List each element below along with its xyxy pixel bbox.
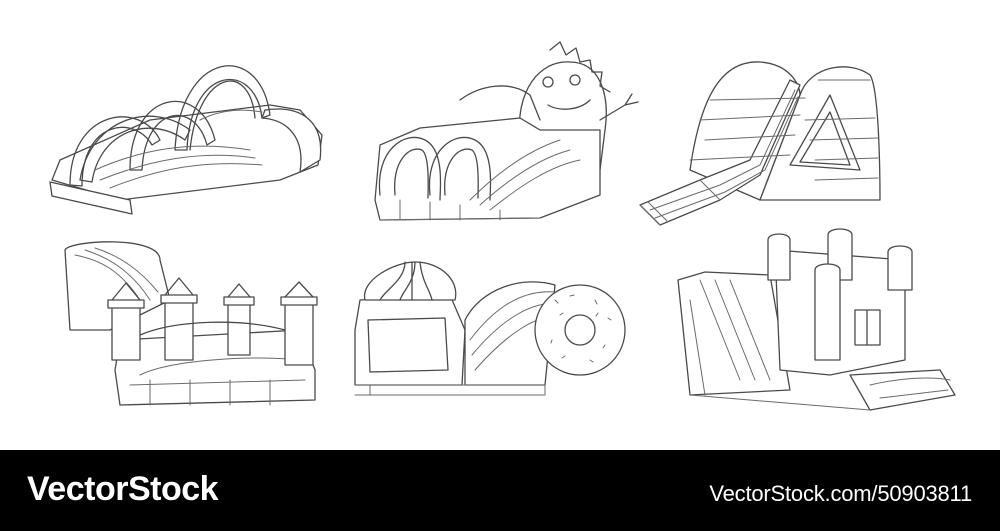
rainbow-arches-inflatable xyxy=(49,65,323,215)
inflatables-illustration xyxy=(49,41,956,411)
image-id-text: VectorStock.com/50903811 xyxy=(709,481,972,506)
tower-combo-inflatable xyxy=(677,228,956,411)
watermark-banner: VectorStock VectorStock.com/50903811 xyxy=(0,450,1000,531)
dinosaur-inflatable xyxy=(374,41,639,221)
donut-inflatable xyxy=(354,261,626,396)
brand-logo-text: VectorStock xyxy=(27,470,219,508)
castle-inflatable xyxy=(64,241,318,406)
striped-slide-inflatable xyxy=(639,61,881,226)
